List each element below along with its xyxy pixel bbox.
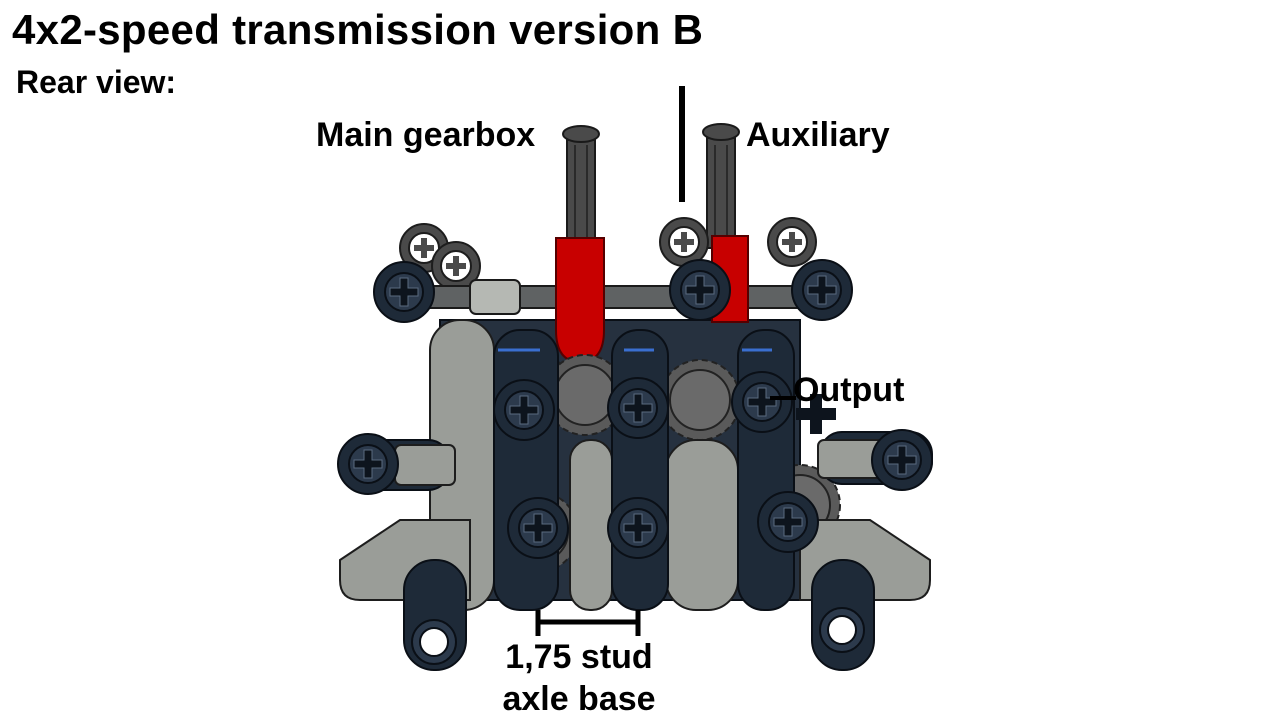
auxiliary-shift-axle [702, 123, 740, 249]
auxiliary-label: Auxiliary [746, 116, 890, 154]
output-label: Output [793, 371, 905, 409]
axle-end-right [871, 429, 933, 491]
beam-end-top-center [669, 259, 731, 321]
gray-beam-center [569, 439, 613, 611]
beam-end-mid-2 [607, 377, 669, 439]
beam-end-low-1 [507, 497, 569, 559]
axle-end-left [337, 433, 399, 495]
axle-base-label-line2: axle base [502, 680, 656, 718]
beam-end-top-right [791, 259, 853, 321]
bottom-leg-right [811, 559, 875, 671]
beam-end-mid-3 [731, 371, 793, 433]
axle-base-label-line1: 1,75 stud [505, 638, 653, 676]
beam-end-low-3 [757, 491, 819, 553]
bottom-leg-left [403, 559, 467, 671]
beam-end-top-left [373, 261, 435, 323]
gray-liftarm-end-center [659, 217, 709, 267]
main-shift-fork [555, 237, 605, 364]
view-subtitle: Rear view: [16, 64, 177, 100]
axle-base-label: 1,75 stud axle base [490, 636, 668, 720]
main-shift-axle [562, 125, 600, 251]
main-gearbox-label: Main gearbox [316, 116, 536, 154]
gray-liftarm-end-right [767, 217, 817, 267]
beam-end-mid-1 [493, 379, 555, 441]
page-title: 4x2-speed transmission version B [12, 6, 704, 53]
gray-beam-right [665, 439, 739, 611]
beam-end-low-2 [607, 497, 669, 559]
output-cross-marker [796, 394, 836, 434]
axle-base-dimension [535, 610, 641, 636]
gear-aux [659, 359, 741, 441]
